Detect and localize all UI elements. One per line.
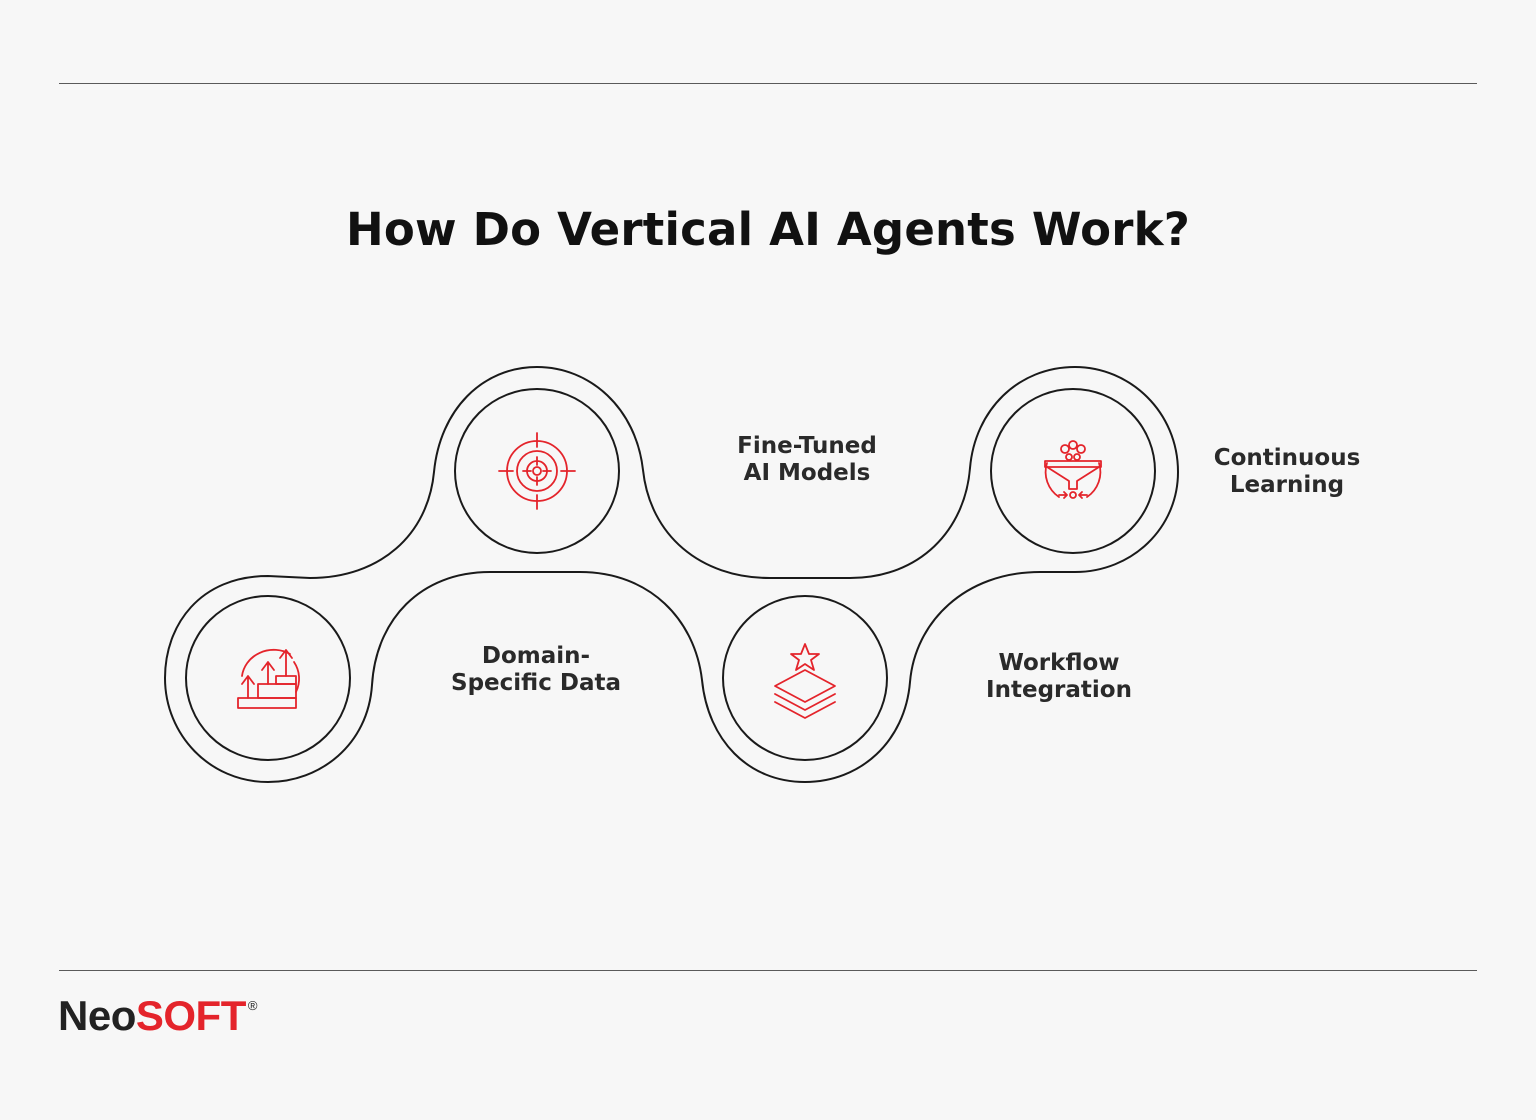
target-icon	[498, 432, 576, 510]
step-circle-domain-data	[185, 595, 351, 761]
top-divider	[59, 83, 1477, 84]
bottom-divider	[59, 970, 1477, 971]
step-label-domain-data: Domain- Specific Data	[421, 643, 651, 697]
step-label-line: Workflow	[998, 650, 1120, 676]
logo-text-neo: Neo	[58, 992, 136, 1039]
step-label-line: Learning	[1229, 472, 1345, 498]
step-label-continuous-learning: Continuous Learning	[1177, 445, 1397, 499]
page-title: How Do Vertical AI Agents Work?	[345, 203, 1191, 256]
growth-arrows-icon	[237, 648, 300, 709]
step-circle-workflow-integration	[722, 595, 888, 761]
step-label-line: Domain-	[481, 643, 591, 669]
logo-text-soft: SOFT	[135, 992, 247, 1039]
step-label-line: Continuous	[1213, 445, 1361, 471]
flow-outline	[163, 365, 1180, 784]
funnel-icon	[1044, 440, 1102, 499]
step-label-workflow-integration: Workflow Integration	[949, 650, 1169, 704]
step-circle-fine-tuned-models	[454, 388, 620, 554]
registered-mark: ®	[247, 998, 258, 1013]
step-label-fine-tuned-models: Fine-Tuned AI Models	[697, 433, 917, 487]
layers-star-icon	[774, 643, 836, 719]
step-label-line: AI Models	[743, 460, 871, 486]
step-label-line: Integration	[986, 677, 1132, 703]
brand-logo: NeoSOFT®	[58, 992, 257, 1040]
step-circle-continuous-learning	[990, 388, 1156, 554]
step-label-line: Fine-Tuned	[737, 433, 877, 459]
step-label-line: Specific Data	[451, 670, 621, 696]
